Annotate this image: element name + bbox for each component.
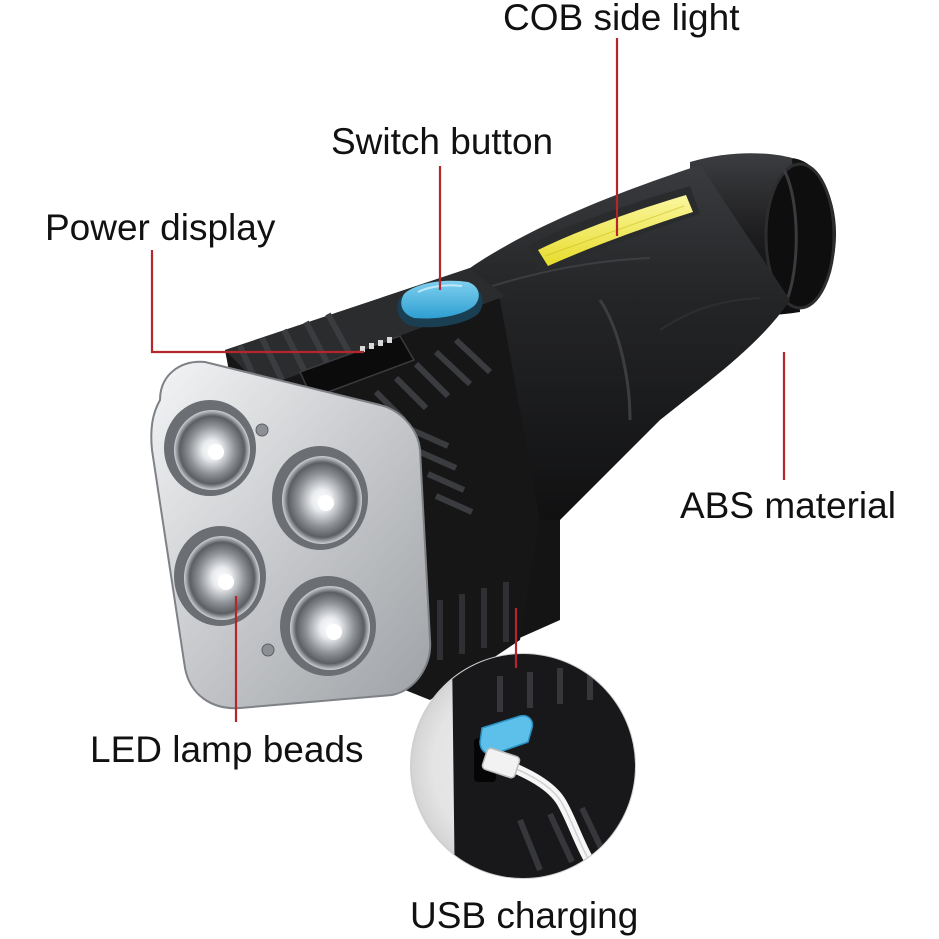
label-power-display: Power display <box>45 207 276 248</box>
led-bead <box>174 526 266 626</box>
leader-lines <box>150 38 786 722</box>
led-bead <box>272 446 368 550</box>
cooling-fins <box>237 312 493 515</box>
label-usb-charging: USB charging <box>410 895 638 936</box>
power-display-digits <box>360 337 392 352</box>
callout-labels: COB side light Switch button Power displ… <box>45 0 896 936</box>
led-bead <box>280 576 376 676</box>
screw-icon <box>255 423 269 437</box>
lower-fins <box>437 582 509 660</box>
led-bead <box>164 400 256 496</box>
led-lamp-beads <box>164 400 376 676</box>
usb-charging-inset <box>410 653 636 879</box>
screw-icon <box>261 643 275 657</box>
label-led-lamp-beads: LED lamp beads <box>90 729 364 770</box>
leader-power-display <box>150 250 364 354</box>
label-cob-side-light: COB side light <box>503 0 740 38</box>
switch-button <box>397 280 483 328</box>
flashlight <box>150 153 836 710</box>
inset-fins <box>497 664 607 872</box>
label-abs-material: ABS material <box>680 485 896 526</box>
usb-connector-icon <box>479 714 534 756</box>
cob-light-strip <box>528 186 700 272</box>
label-switch-button: Switch button <box>331 121 553 162</box>
